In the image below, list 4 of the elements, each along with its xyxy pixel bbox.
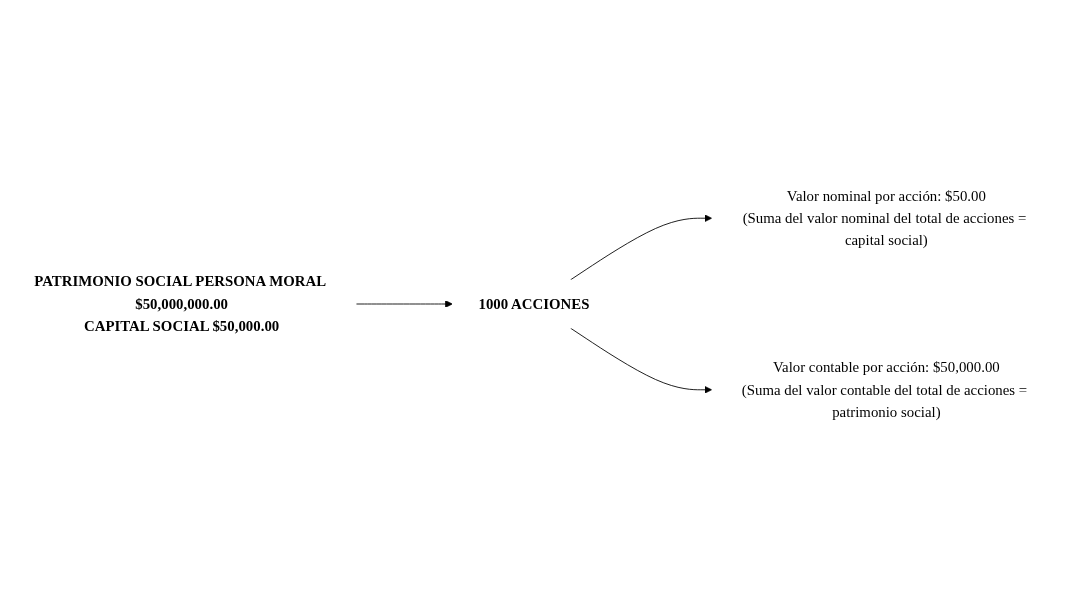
node-text: Valor nominal por acción: $50.00 (Suma del valor nominal del total de acciones = capital social) bbox=[742, 186, 1027, 249]
node-text: 1000 ACCIONES bbox=[478, 294, 590, 312]
node-text: PATRIMONIO SOCIAL PERSONA MORAL $50,000,000.00 CAPITAL SOCIAL $50,000.00 bbox=[34, 272, 326, 334]
node-text: Valor contable por acción: $50,000.00 (Suma del valor contable del total de acciones = patrimonio social) bbox=[741, 358, 1028, 420]
